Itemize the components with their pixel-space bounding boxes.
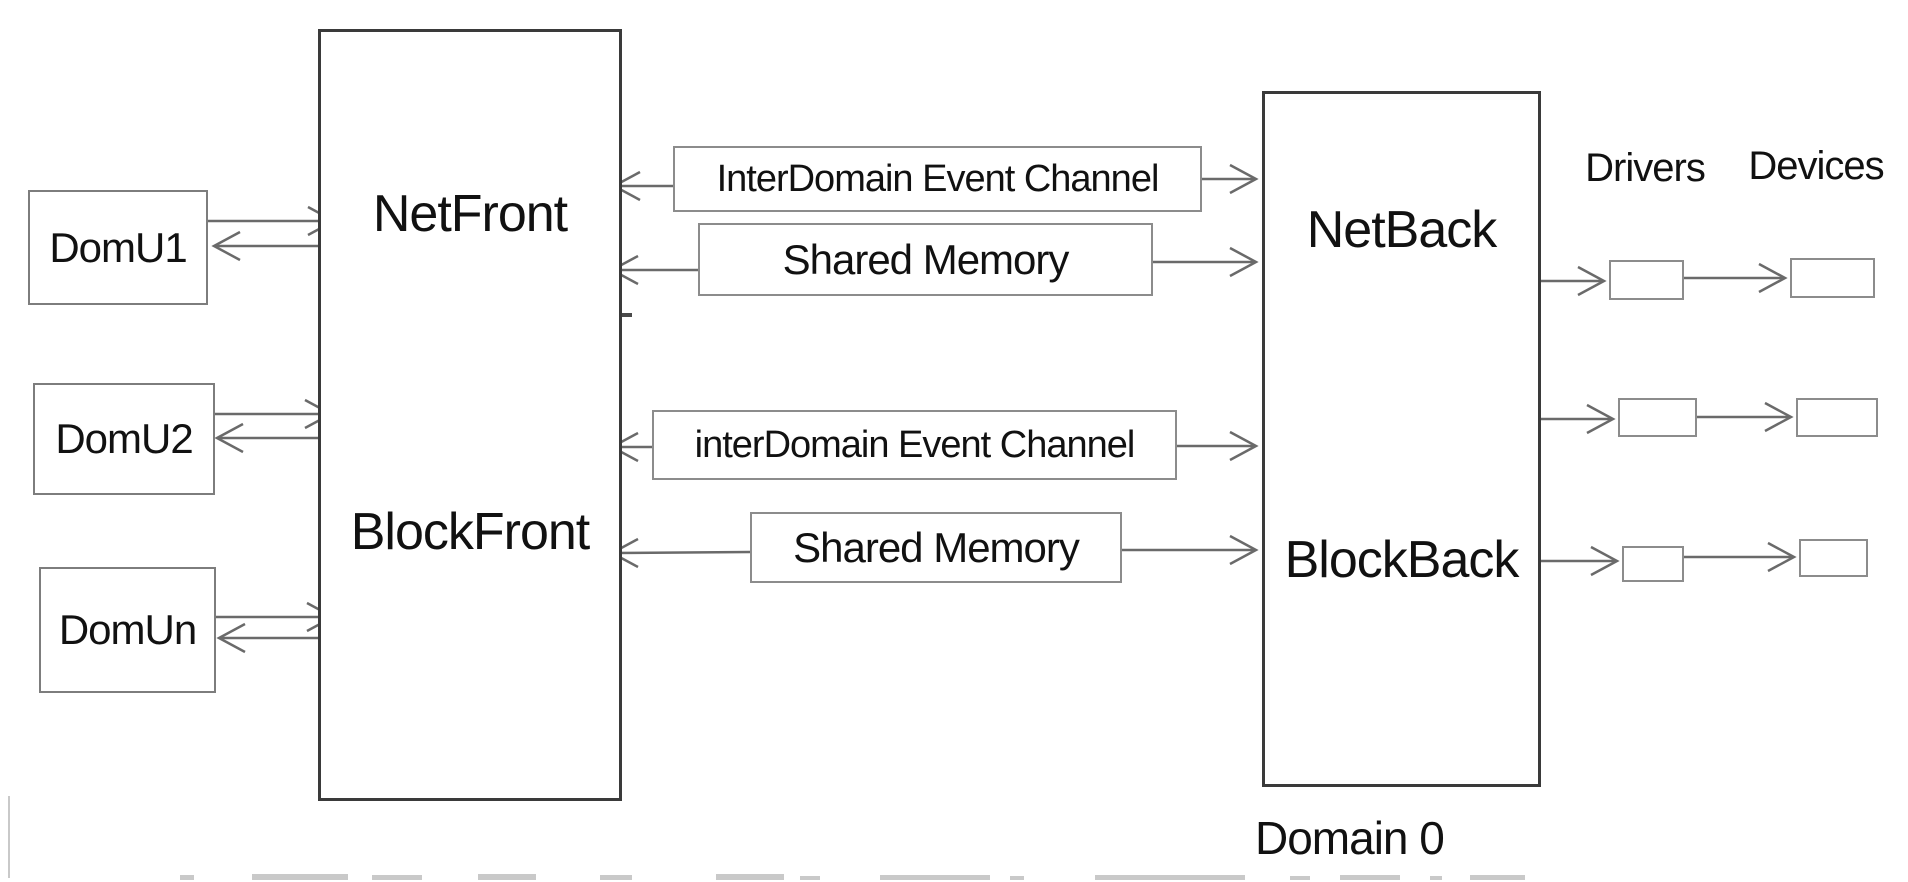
arrow-domu2-to-front [208, 398, 334, 430]
cropped-text-artifact [880, 875, 990, 880]
cropped-text-artifact [1095, 875, 1245, 880]
frontend-box [318, 29, 622, 801]
backend-box [1262, 91, 1541, 787]
cropped-text-artifact [252, 874, 348, 880]
blockback-label: BlockBack [1284, 531, 1520, 589]
cropped-edge-artifact [8, 796, 10, 878]
cropped-text-artifact [1340, 875, 1400, 880]
arrow-driver3-to-device3 [1684, 541, 1797, 573]
net-shared-memory-box: Shared Memory [698, 223, 1153, 296]
domu2-box: DomU2 [33, 383, 215, 495]
net-shared-memory-label: Shared Memory [782, 235, 1070, 283]
arrow-front-to-domun [216, 622, 318, 654]
cropped-text-artifact [600, 875, 632, 880]
arrow-domu1-to-netfront [205, 205, 337, 237]
arrow-block-memory-to-blockfront [609, 537, 751, 569]
arrow-block-memory-to-blockback [1122, 534, 1259, 566]
cropped-text-artifact [800, 876, 820, 880]
blockfront-label: BlockFront [350, 503, 591, 561]
cropped-text-artifact [1010, 876, 1024, 880]
device-box-mid [1796, 398, 1878, 437]
cropped-text-artifact [1430, 876, 1442, 880]
arrow-net-event-to-netfront [611, 170, 673, 202]
net-event-channel-label: InterDomain Event Channel [716, 158, 1160, 200]
cropped-text-artifact [716, 874, 784, 880]
domu2-label: DomU2 [55, 415, 193, 462]
devices-column-header: Devices [1748, 144, 1884, 188]
arrow-netback-to-driver1 [1541, 265, 1607, 297]
driver-box-block [1622, 546, 1684, 582]
arrow-net-event-to-netback [1202, 163, 1259, 195]
arrow-front-to-domu2 [214, 422, 318, 454]
arrow-net-memory-to-netback [1153, 246, 1259, 278]
domun-label: DomUn [58, 606, 197, 653]
arrow-driver2-to-device2 [1697, 401, 1794, 433]
drivers-column-header: Drivers [1585, 146, 1706, 190]
cropped-text-artifact [180, 875, 194, 880]
net-event-channel-box: InterDomain Event Channel [673, 146, 1202, 212]
cropped-text-artifact [1290, 876, 1310, 880]
block-shared-memory-label: Shared Memory [793, 523, 1080, 571]
arrow-net-memory-to-netfront [609, 254, 698, 286]
arrow-netfront-to-domu1 [211, 230, 318, 262]
device-box-block [1799, 539, 1868, 577]
driver-box-net [1609, 260, 1684, 300]
block-event-channel-box: interDomain Event Channel [652, 410, 1177, 480]
arrow-driver1-to-device1 [1684, 262, 1788, 294]
arrow-block-event-to-blockback [1177, 430, 1259, 462]
netback-label: NetBack [1306, 201, 1498, 259]
arrow-blockback-to-driver3 [1541, 545, 1620, 577]
block-shared-memory-box: Shared Memory [750, 512, 1122, 583]
domu1-box: DomU1 [28, 190, 208, 305]
device-box-net [1790, 258, 1875, 298]
block-event-channel-label: interDomain Event Channel [694, 424, 1136, 466]
cropped-text-artifact [1470, 875, 1525, 880]
domain0-caption: Domain 0 [1255, 812, 1445, 864]
netfront-label: NetFront [372, 185, 568, 243]
driver-box-mid [1618, 398, 1697, 437]
cropped-text-artifact [372, 875, 422, 880]
domun-box: DomUn [39, 567, 216, 693]
domu1-label: DomU1 [49, 223, 187, 271]
arrow-domun-to-front [212, 601, 336, 633]
arrow-back-to-driver2 [1541, 403, 1616, 435]
cropped-text-artifact [478, 874, 536, 880]
